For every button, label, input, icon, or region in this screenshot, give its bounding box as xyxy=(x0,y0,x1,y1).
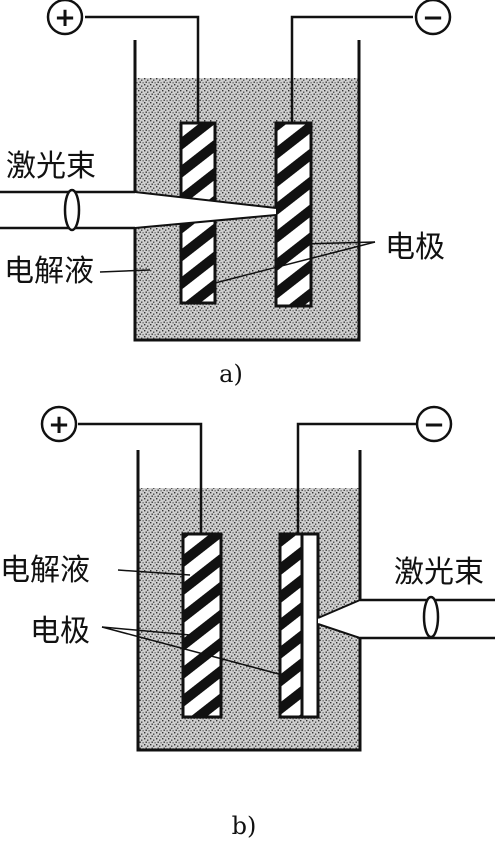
container-a xyxy=(133,40,361,342)
electrolyte-label-b: 电解液 xyxy=(0,553,90,588)
lens-a xyxy=(63,188,81,232)
laser-label-a: 激光束 xyxy=(6,149,96,184)
container-b xyxy=(136,450,362,752)
electrolyte-label-a: 电解液 xyxy=(4,254,94,289)
electrode-leader-a2 xyxy=(214,241,376,284)
positive-terminal-a: + xyxy=(46,0,84,36)
negative-wire-a xyxy=(290,15,413,123)
electrolyte-leader-b xyxy=(117,569,191,576)
negative-terminal-a: − xyxy=(414,0,452,36)
positive-wire-b xyxy=(78,422,203,534)
anode-electrode-b xyxy=(181,532,223,719)
caption-b: b) xyxy=(232,812,257,840)
figure-a: + − 激光束 电解液 电极 a) xyxy=(0,0,452,388)
laser-beam-a xyxy=(0,188,277,232)
positive-terminal-b: + xyxy=(40,405,78,443)
cathode-electrode-b xyxy=(278,532,320,719)
positive-symbol-a: + xyxy=(54,3,76,33)
negative-wire-b xyxy=(296,422,416,534)
figure-b: + − 电解液 电极 激光束 b) xyxy=(0,405,495,840)
cathode-electrode-a xyxy=(274,121,313,308)
positive-wire-a xyxy=(85,15,200,123)
caption-a: a) xyxy=(219,360,243,388)
negative-terminal-b: − xyxy=(415,405,453,443)
electrode-label-a: 电极 xyxy=(385,230,445,265)
laser-beam-b xyxy=(317,595,495,640)
electrode-leader-a1 xyxy=(299,241,376,245)
electrode-leader-b2 xyxy=(101,626,291,678)
electrolyte-leader-a xyxy=(99,269,151,273)
lens-b xyxy=(422,595,440,639)
negative-symbol-a: − xyxy=(422,3,444,33)
laser-label-b: 激光束 xyxy=(394,555,484,590)
electrode-leader-b1 xyxy=(101,626,191,636)
electrode-label-b: 电极 xyxy=(30,614,90,649)
positive-symbol-b: + xyxy=(48,410,70,440)
negative-symbol-b: − xyxy=(423,410,445,440)
